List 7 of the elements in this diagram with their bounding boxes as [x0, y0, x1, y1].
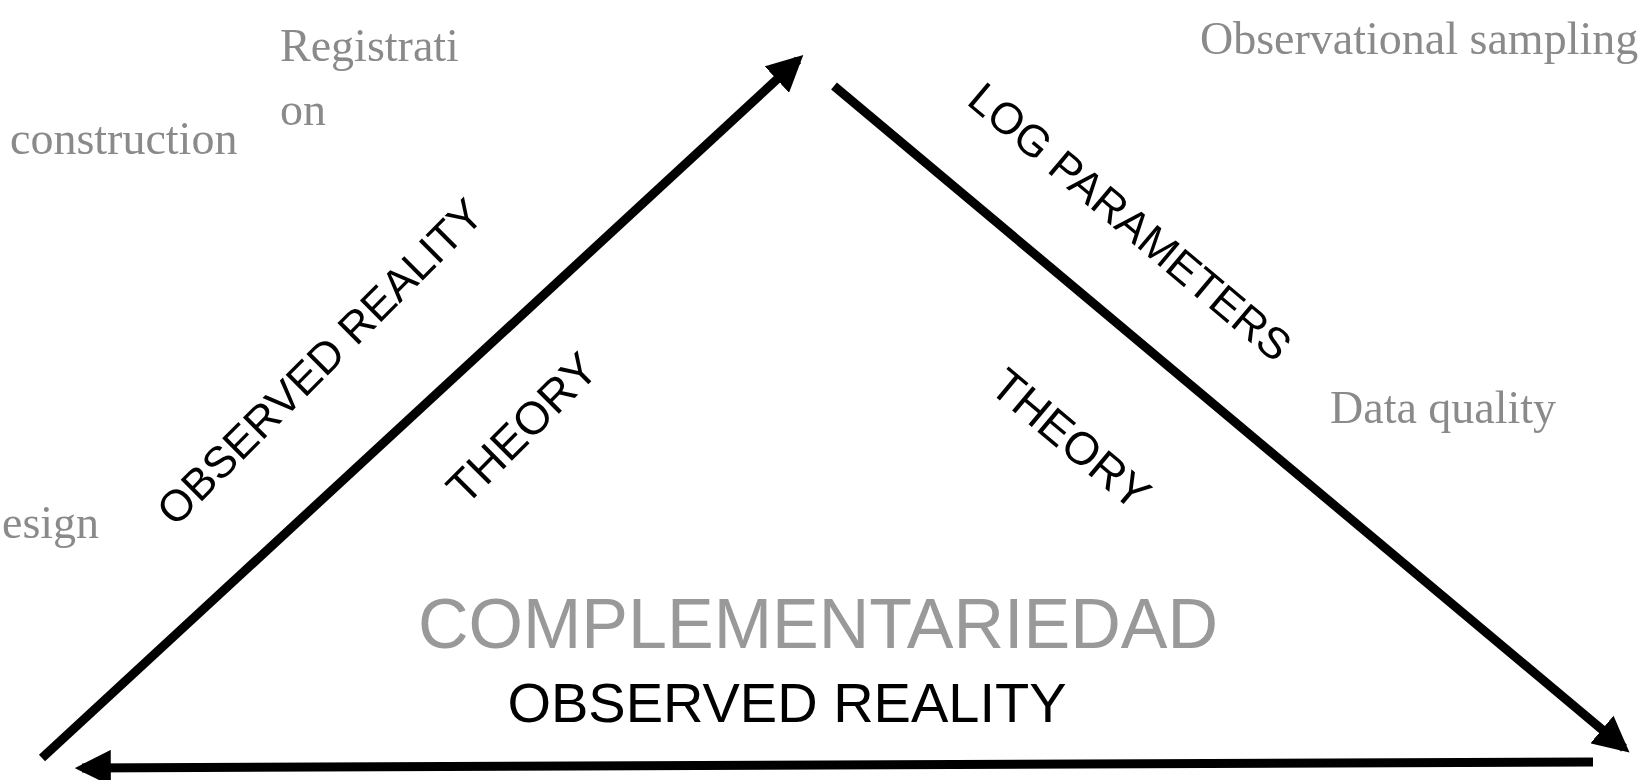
- title-text: COMPLEMENTARIEDAD: [418, 589, 1218, 659]
- axis-label: OBSERVED REALITY: [507, 675, 1067, 731]
- faded-text: Data quality: [1330, 385, 1557, 431]
- faded-text: Registrati on: [280, 19, 460, 138]
- faded-text: Observational sampling: [1200, 16, 1638, 62]
- faded-text: construction: [10, 116, 238, 162]
- faded-text: esign: [2, 500, 100, 546]
